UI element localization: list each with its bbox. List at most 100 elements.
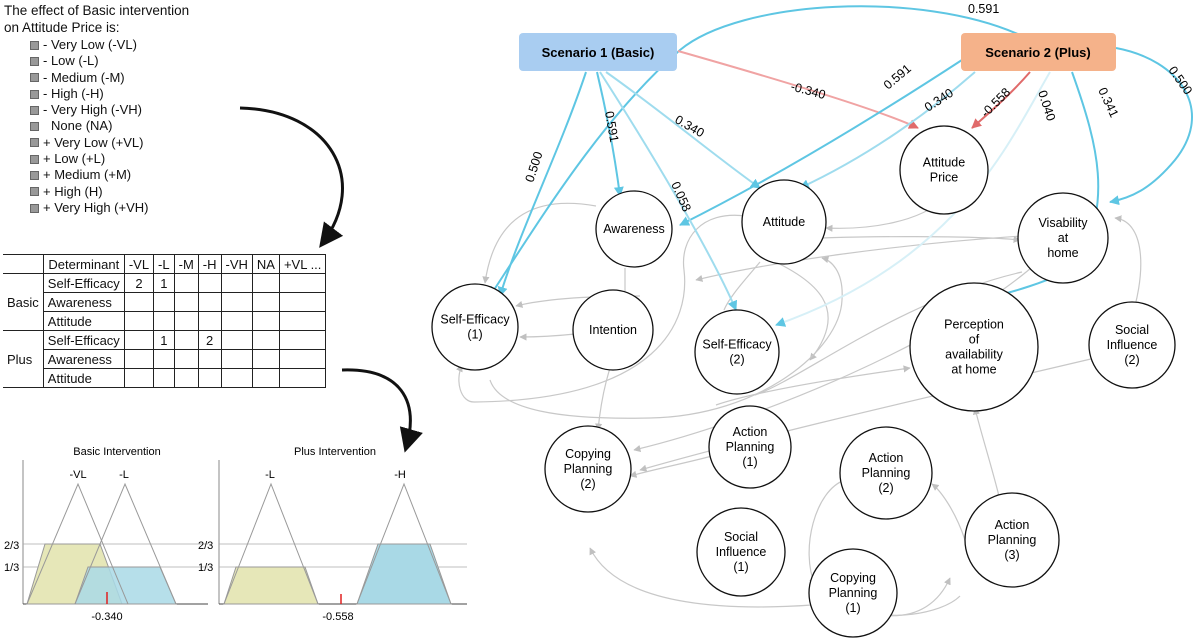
value-cell <box>123 368 155 388</box>
node-label: (1) <box>742 455 757 469</box>
value-cell <box>278 368 327 388</box>
level-item: + Very Low (+VL) <box>30 135 149 151</box>
node-awareness[interactable]: Awareness <box>595 190 673 268</box>
node-label: Planning <box>726 440 775 454</box>
node-label: (1) <box>467 328 482 342</box>
node-attitude[interactable]: Attitude <box>741 179 827 265</box>
weight-plus-perception: 0.341 <box>1095 85 1121 119</box>
fuzzy-plus-h-area <box>356 543 452 605</box>
level-item: + Medium (+M) <box>30 167 149 183</box>
table-row: Awareness <box>3 349 327 369</box>
table-row: Attitude <box>3 368 327 388</box>
determinant-cell: Awareness <box>42 292 125 312</box>
node-self-efficacy-1[interactable]: Self-Efficacy(1) <box>431 283 519 371</box>
level-item: + Low (+L) <box>30 151 149 167</box>
weight-basic-attitude: 0.340 <box>673 112 707 140</box>
node-label: (1) <box>733 560 748 574</box>
scenario-edges <box>489 5 1193 327</box>
node-label: Copying <box>565 447 611 461</box>
node-label: home <box>1047 246 1078 260</box>
level-label: + Medium (+M) <box>43 167 132 183</box>
node-label: (2) <box>878 481 893 495</box>
level-label: - Very Low (-VL) <box>43 37 137 52</box>
fuzzy-basic-panel: Basic Intervention -VL -L 2/3 1/3 -0.340 <box>4 446 208 623</box>
edge-basic-awareness <box>596 71 624 197</box>
level-item: - Very High (-VH) <box>30 102 149 118</box>
level-item: - Low (-L) <box>30 53 149 69</box>
fuzzy-plus-tick-23: 2/3 <box>198 540 213 552</box>
level-square-icon <box>30 122 39 132</box>
node-label: Action <box>733 425 768 439</box>
level-label: + Very Low (+VL) <box>43 134 144 150</box>
flow-arrow-1 <box>239 106 344 248</box>
node-label: Attitude <box>923 156 965 170</box>
weight-plus-self-efficacy-2: 0.040 <box>1035 89 1058 123</box>
node-circle <box>909 282 1039 412</box>
edge-plus-visability <box>1109 47 1193 206</box>
node-intention[interactable]: Intention <box>572 289 654 371</box>
fuzzy-plus-title: Plus Intervention <box>294 446 376 458</box>
scenario-1-box[interactable]: Scenario 1 (Basic) <box>519 33 677 71</box>
node-label: (1) <box>845 601 860 615</box>
node-label: Influence <box>1107 338 1158 352</box>
node-label: Intention <box>589 323 637 337</box>
level-square-icon <box>30 89 39 99</box>
level-square-icon <box>30 187 39 197</box>
level-square-icon <box>30 203 39 213</box>
level-item: - Medium (-M) <box>30 70 149 86</box>
value-cell <box>173 368 199 388</box>
node-circle <box>595 190 673 268</box>
weight-plus-attitude-price: -0.558 <box>978 85 1013 120</box>
node-self-efficacy-2[interactable]: Self-Efficacy(2) <box>694 309 780 395</box>
scenario-1-rect <box>519 33 677 71</box>
node-label: Attitude <box>763 215 805 229</box>
fuzzy-basic-title: Basic Intervention <box>73 446 160 458</box>
node-circle <box>544 425 632 513</box>
level-square-icon <box>30 171 39 181</box>
edge-basic-attitude <box>605 71 761 189</box>
flow-arrow-2 <box>341 368 423 453</box>
level-label: + Very High (+VH) <box>43 199 149 215</box>
level-item: None (NA) <box>30 118 149 134</box>
node-label: Self-Efficacy <box>440 313 510 327</box>
determinant-cell: Attitude <box>42 368 125 388</box>
edge-plus-attitude-price <box>971 71 1031 129</box>
node-label: Action <box>995 518 1030 532</box>
level-label: - High (-H) <box>43 85 104 101</box>
level-label: - Very High (-VH) <box>43 102 142 118</box>
node-label: Visability <box>1038 216 1088 230</box>
fuzzy-plus-panel: Plus Intervention -L -H 2/3 1/3 -0.558 <box>198 446 467 623</box>
node-circle <box>899 125 989 215</box>
determinant-cell: Awareness <box>42 349 125 369</box>
weight-basic-awareness: 0.591 <box>602 110 621 143</box>
scenario-2-box[interactable]: Scenario 2 (Plus) <box>961 33 1116 71</box>
fuzzy-basic-label-l: -L <box>119 469 129 481</box>
node-label: Price <box>930 171 959 185</box>
fuzzy-basic-tick-23: 2/3 <box>4 540 19 552</box>
intro-text: The effect of Basic intervention on Atti… <box>4 2 189 36</box>
node-label: Awareness <box>603 222 665 236</box>
weight-basic-self-efficacy-1: 0.500 <box>523 150 546 184</box>
node-label: Planning <box>988 533 1037 547</box>
edge-plus-awareness <box>679 57 966 226</box>
node-label: (2) <box>580 477 595 491</box>
node-circle <box>741 179 827 265</box>
level-item: + Very High (+VH) <box>30 200 149 216</box>
fuzzy-plus-label-l: -L <box>265 469 275 481</box>
scenario-2-rect <box>961 33 1116 71</box>
weight-basic-attitude-price: -0.340 <box>789 79 827 102</box>
scenario-1-label: Scenario 1 (Basic) <box>542 45 655 60</box>
edge-basic-self-efficacy-1 <box>497 71 587 297</box>
